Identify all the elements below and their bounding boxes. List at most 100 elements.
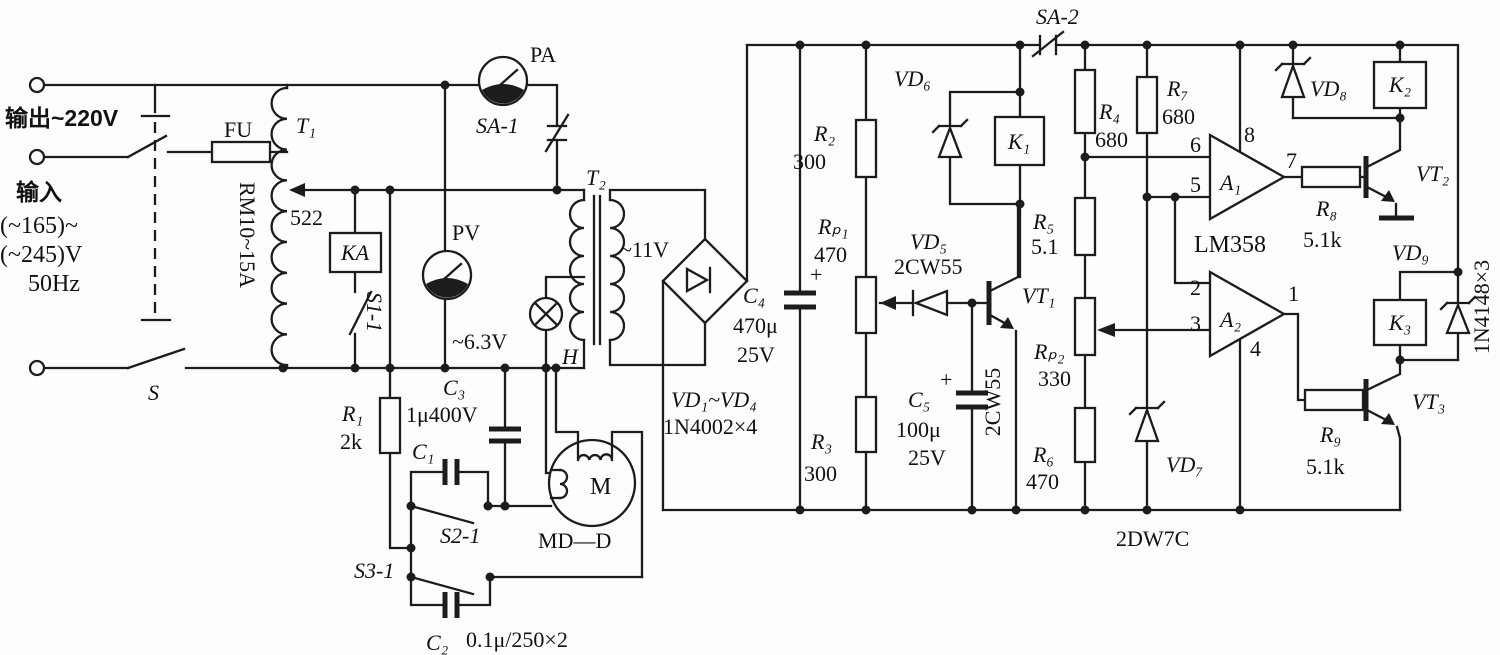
label-r2v: 300 <box>793 149 826 174</box>
label-pa: PA <box>530 42 556 67</box>
label-vd9: VD₉ <box>1392 240 1429 265</box>
label-vd7: VD₇ <box>1166 452 1203 477</box>
label-pin1: 1 <box>1288 281 1299 306</box>
label-vd5: VD₅ <box>910 229 947 254</box>
label-fu-type: RM10~15A <box>235 182 260 288</box>
transistor-vt2 <box>1363 156 1414 221</box>
capacitor-c1 <box>442 459 460 485</box>
label-freq: 50Hz <box>28 271 80 297</box>
terminal-input-live[interactable] <box>28 148 46 166</box>
resistor-r2 <box>854 118 878 179</box>
label-rp1: Rₚ₁ <box>817 214 849 239</box>
label-pin6: 6 <box>1190 132 1201 157</box>
label-rp2: Rₚ₂ <box>1033 339 1065 364</box>
label-pv: PV <box>452 220 480 245</box>
terminal-output-top[interactable] <box>28 76 46 94</box>
label-1n4002: 1N4002×4 <box>663 414 757 439</box>
label-r7v: 680 <box>1162 104 1195 129</box>
capacitor-c3 <box>489 426 521 444</box>
label-r8v: 5.1k <box>1303 227 1342 252</box>
label-r5v: 5.1 <box>1031 234 1059 259</box>
label-r4: R₄ <box>1098 99 1120 124</box>
potentiometer-rp1 <box>854 275 878 335</box>
potentiometer-rp2 <box>1073 296 1097 357</box>
voltmeter-pv <box>421 249 473 301</box>
ammeter-pa <box>477 55 529 107</box>
rp2-wiper-arrow[interactable] <box>1097 323 1115 337</box>
terminal-input-neutral[interactable] <box>28 359 46 377</box>
label-input-range1: (~165)~ <box>0 213 78 239</box>
label-c2v: 0.1μ/250×2 <box>466 627 568 652</box>
relay-k2-coil <box>1372 60 1428 110</box>
label-tap-522: 522 <box>290 205 323 230</box>
input-terminals[interactable] <box>28 76 46 377</box>
label-r9: R₉ <box>1319 422 1341 447</box>
t1-tap-arrow <box>289 183 305 197</box>
capacitor-c4 <box>784 290 816 310</box>
label-m: M <box>590 474 611 500</box>
label-r1v: 2k <box>340 429 362 454</box>
label-c4v1: 470μ <box>733 313 778 338</box>
diode-vd9 <box>1439 295 1477 335</box>
resistor-r6 <box>1073 406 1097 464</box>
label-c5v1: 100μ <box>896 417 941 442</box>
label-pin5: 5 <box>1190 172 1201 197</box>
transistor-vt1 <box>986 281 1014 329</box>
label-c4-plus: + <box>810 262 822 287</box>
label-r1: R₁ <box>341 401 363 426</box>
label-c4: C₄ <box>743 283 765 308</box>
label-r6: R₆ <box>1032 442 1054 467</box>
label-s31: S3-1 <box>354 558 394 583</box>
label-t1: T₁ <box>296 113 316 138</box>
label-vd5-type: 2CW55 <box>894 254 962 279</box>
label-pin7: 7 <box>1286 148 1297 173</box>
capacitor-c5 <box>956 390 988 410</box>
label-sa2: SA-2 <box>1036 4 1079 29</box>
label-s11: S1-1 <box>362 292 387 332</box>
label-r9v: 5.1k <box>1306 454 1345 479</box>
label-output-220v: 输出~220V <box>5 105 119 131</box>
label-rp2v: 330 <box>1038 366 1071 391</box>
label-r4v: 680 <box>1095 127 1128 152</box>
transistor-vt3 <box>1363 379 1395 425</box>
label-r8: R₈ <box>1315 196 1337 221</box>
label-c1: C₁ <box>412 439 434 464</box>
label-a2: A₂ <box>1218 307 1241 332</box>
label-h: H <box>561 344 579 369</box>
zener-vd7 <box>1128 400 1166 443</box>
label-r3v: 300 <box>804 461 837 486</box>
rp1-wiper-arrow[interactable] <box>880 296 896 310</box>
bridge-rectifier <box>661 237 749 325</box>
resistor-r3 <box>854 395 878 454</box>
label-k1: K₁ <box>1007 129 1030 154</box>
opamp-a1 <box>1208 133 1287 221</box>
label-c4v2: 25V <box>737 342 775 367</box>
relay-k3-coil <box>1372 298 1428 347</box>
label-vd8: VD₈ <box>1310 76 1347 101</box>
label-2dw7c: 2DW7C <box>1116 526 1189 551</box>
switch-sa2[interactable] <box>1031 30 1065 58</box>
label-pin4: 4 <box>1250 336 1261 361</box>
label-rp1v: 470 <box>814 242 847 267</box>
label-r2: R₂ <box>813 121 835 146</box>
relay-k1-coil <box>993 115 1046 167</box>
transformer-t2 <box>568 194 626 346</box>
label-c5v2: 25V <box>908 445 946 470</box>
diode-vd5 <box>911 289 949 317</box>
label-input-range2: (~245)V <box>0 242 83 268</box>
label-t2: T₂ <box>586 165 606 190</box>
label-switch-s: S <box>148 380 159 405</box>
fuse-fu <box>210 140 272 164</box>
label-ka: KA <box>340 240 370 265</box>
junction-dots <box>278 40 1463 582</box>
label-input-word: 输入 <box>16 179 62 205</box>
label-pin8: 8 <box>1244 122 1255 147</box>
motor-m <box>547 438 637 528</box>
label-fu: FU <box>224 117 252 142</box>
label-sa1: SA-1 <box>476 113 519 138</box>
label-11v: ~11V <box>620 237 669 262</box>
label-2cw55-vertical: 2CW55 <box>980 368 1005 436</box>
switch-sa1[interactable] <box>544 113 570 153</box>
label-r6v: 470 <box>1026 469 1059 494</box>
